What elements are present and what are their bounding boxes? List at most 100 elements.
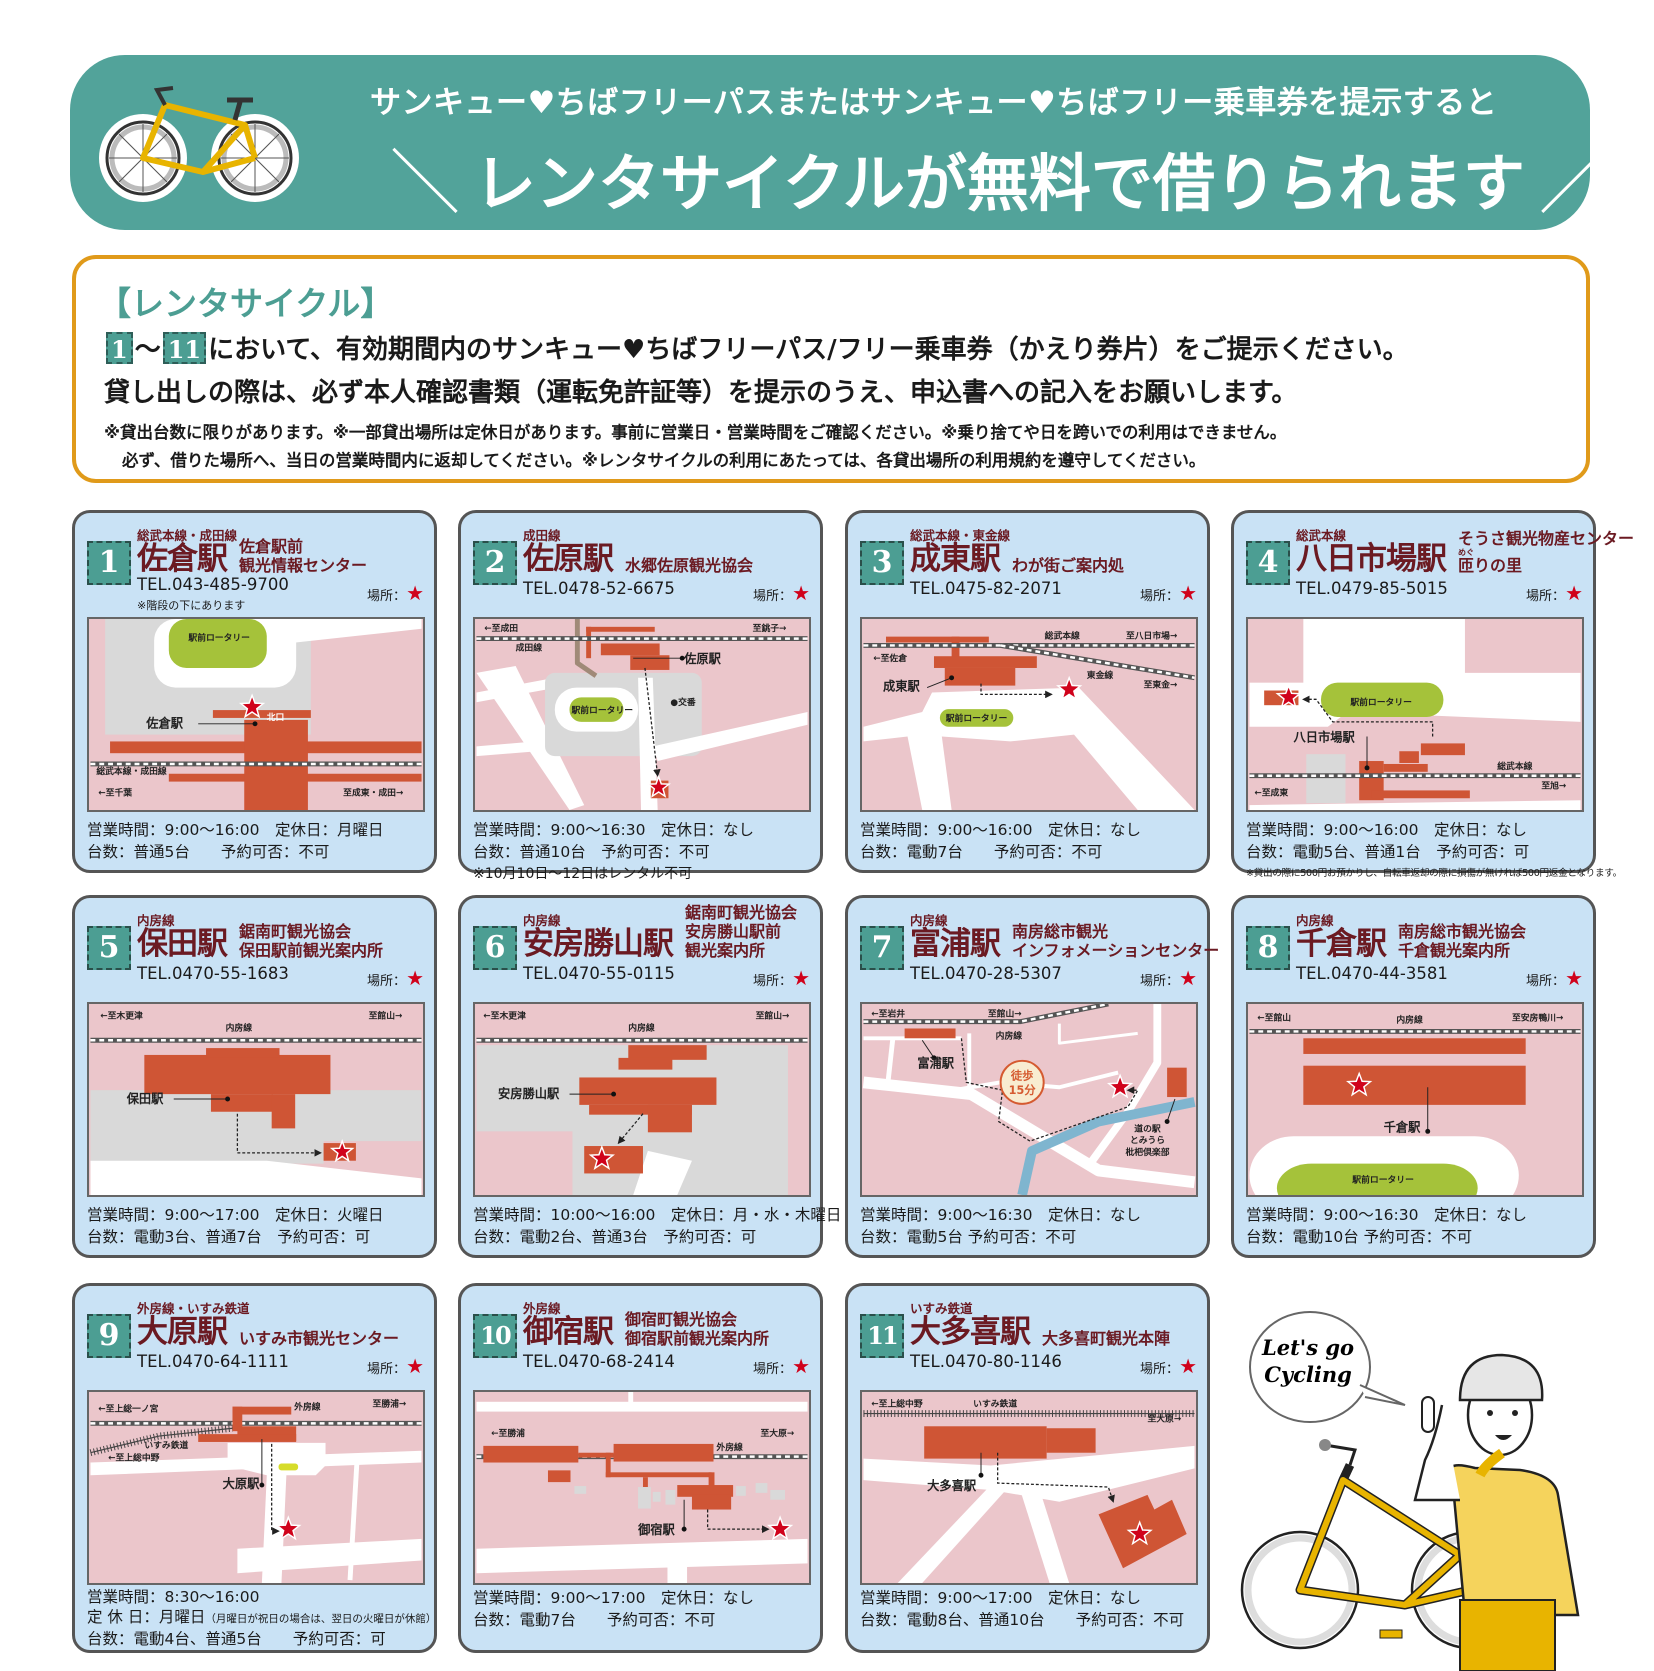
station-name: 御宿駅: [523, 1314, 614, 1350]
rental-detail-line: 営業時間：9:00～16:00 定休日：なし: [860, 821, 1141, 839]
road: [347, 1462, 360, 1581]
location-legend-label: 場所：: [367, 974, 407, 989]
location-legend: 場所：★: [1140, 966, 1197, 990]
office-name-line: 匝めぐりの里: [1458, 548, 1523, 575]
rental-location-star-icon: [238, 693, 266, 719]
road: [638, 677, 658, 810]
station-leader-line: [1425, 1087, 1431, 1134]
walking-route-arrow: [960, 1038, 1139, 1142]
map-label: 富浦駅: [917, 1056, 954, 1071]
station-map-frame: ←至館山内房線至安房鴨川→千倉駅駅前ロータリー: [1246, 1002, 1584, 1197]
rental-detail-line: 台数：電動3台、普通7台 予約可否：可: [87, 1228, 371, 1246]
station-leader-line: [1164, 1098, 1176, 1124]
railway-line: [863, 1004, 1109, 1025]
map-area: [667, 1558, 688, 1583]
map-label: 至八日市場→: [1126, 630, 1177, 642]
location-number-badge: 4: [1246, 541, 1290, 585]
rental-detail-line: ※貸出の際に500円お預かりし、自転車返却の際に損傷が無ければ500円返金となり…: [1246, 868, 1622, 879]
map-label: ←至木更津: [100, 1010, 143, 1022]
map-label: 佐原駅: [683, 651, 721, 666]
location-legend-label: 場所：: [753, 589, 793, 604]
office-name-line: 保田駅前観光案内所: [239, 941, 384, 960]
railway-line-name: 内房線: [523, 913, 561, 928]
road: [90, 1450, 422, 1476]
map-label: 安房勝山駅: [498, 1086, 560, 1101]
station-map: 総武本線至八日市場→←至佐倉東金線至東金→成東駅駅前ロータリー: [863, 630, 1195, 810]
map-label: 保田駅: [126, 1091, 164, 1106]
office-name: 佐倉駅前観光情報センター: [239, 537, 367, 577]
station-map-frame: ←至木更津至館山→内房線保田駅: [87, 1002, 425, 1197]
road: [633, 1150, 692, 1195]
rental-detail-line: 定 休 日：月曜日（月曜日が祝日の場合は、翌日の火曜日が休館）: [87, 1607, 436, 1629]
railway-line-name: いすみ鉄道: [910, 1301, 973, 1316]
station-building: [605, 1472, 712, 1478]
rental-detail-line: 営業時間：9:00～16:00 定休日：月曜日: [87, 821, 384, 839]
map-label: 至館山→: [369, 1010, 403, 1022]
office-name-line: 千倉観光案内所: [1398, 941, 1511, 960]
notice-title: 【レンタサイクル】: [98, 284, 394, 323]
station-leader-line: [259, 1439, 265, 1488]
station-name-row: 御宿駅御宿町観光協会御宿駅前観光案内所: [523, 1310, 769, 1350]
star-icon: ★: [792, 581, 810, 605]
office-name-line: いすみ市観光センター: [239, 1329, 400, 1348]
office-name: 南房総市観光インフォメーションセンター: [1012, 922, 1219, 962]
map-label: いすみ鉄道: [144, 1439, 188, 1451]
station-name: 保田駅: [137, 926, 228, 962]
map-label: 東金線: [1087, 669, 1114, 681]
station-building: [677, 1485, 734, 1497]
walk-time-bubble: [999, 1059, 1045, 1105]
rental-detail-line: 台数：電動5台、普通1台 予約可否：可: [1246, 843, 1530, 861]
station-map-frame: ←至勝浦至大原→外房線御宿駅: [473, 1390, 811, 1585]
station-building: [212, 710, 311, 718]
notice-line-2: 貸し出しの際は、必ず本人確認書類（運転免許証等）を提示のうえ、申込書への記入をお…: [104, 378, 1298, 408]
office-name: 鋸南町観光協会保田駅前観光案内所: [239, 922, 383, 962]
station-map: ←至成田至銚子→成田線佐原駅駅前ロータリー●交番: [476, 619, 808, 810]
station-name-row: 佐倉駅佐倉駅前観光情報センター: [137, 537, 367, 577]
phone-number: TEL.0470-44-3581: [1296, 964, 1448, 983]
map-area: [569, 697, 624, 722]
map-label: ←至千葉: [98, 786, 132, 798]
rental-details: 営業時間：9:00～17:00 定休日：なし台数：電動8台、普通10台 予約可否…: [860, 1587, 1184, 1631]
badge-to: 11: [162, 331, 207, 364]
phone-number: TEL.0470-64-1111: [137, 1352, 289, 1371]
location-number-badge: 8: [1246, 926, 1290, 970]
star-icon: ★: [1565, 966, 1583, 990]
map-area: [652, 1491, 661, 1502]
station-name-row: 八日市場駅そうさ観光物産センター匝めぐりの里: [1296, 529, 1634, 577]
location-number-badge: 1: [87, 541, 131, 585]
star-icon: ★: [1179, 581, 1197, 605]
map-area: [939, 709, 1014, 727]
station-building: [210, 1094, 273, 1112]
railway-line-name: 内房線: [1296, 913, 1334, 928]
station-building: [578, 1452, 614, 1458]
star-icon: ★: [1565, 581, 1583, 605]
map-label: 八日市場駅: [1293, 729, 1356, 744]
rental-details: 営業時間：9:00～16:30 定休日：なし台数：普通10台 予約可否：不可※1…: [473, 819, 754, 885]
rental-notice: 【レンタサイクル】 1 ～ 11 において、有効期間内のサンキュー♥ちばフリーパ…: [72, 255, 1590, 483]
banner-title-text: レンタサイクルが無料で借りられます: [474, 146, 1525, 220]
notice-line-1-text: において、有効期間内のサンキュー♥ちばフリーパス/フリー乗車券（かえり券片）をご…: [208, 335, 1409, 365]
rental-details: 営業時間：9:00～17:00 定休日：なし台数：電動7台 予約可否：不可: [473, 1587, 754, 1631]
station-map: ←至上総一ノ宮外房線至勝浦→いすみ鉄道←至上総中野大原駅: [89, 1398, 422, 1583]
star-icon: ★: [1179, 1354, 1197, 1378]
station-name: 佐原駅: [523, 541, 614, 577]
walking-route-arrow: [980, 683, 1053, 699]
location-number-badge: 10: [473, 1314, 517, 1358]
location-legend: 場所：★: [753, 1354, 810, 1378]
office-name: わが街ご案内処: [1012, 556, 1124, 577]
closed-days: 定 休 日：月曜日: [87, 1608, 206, 1626]
map-label: 至銚子→: [753, 622, 787, 634]
river: [1017, 1097, 1196, 1195]
rental-detail-line: 台数：普通10台 予約可否：不可: [473, 843, 710, 861]
station-building: [198, 1434, 297, 1442]
station-building: [630, 655, 670, 670]
station-building: [271, 1094, 296, 1129]
rental-details: 営業時間：9:00～16:00 定休日：なし台数：電動7台 予約可否：不可: [860, 819, 1141, 863]
station-map-frame: ←至上総一ノ宮外房線至勝浦→いすみ鉄道←至上総中野大原駅: [87, 1390, 425, 1585]
star-icon: ★: [406, 1354, 424, 1378]
station-building: [547, 1470, 571, 1483]
